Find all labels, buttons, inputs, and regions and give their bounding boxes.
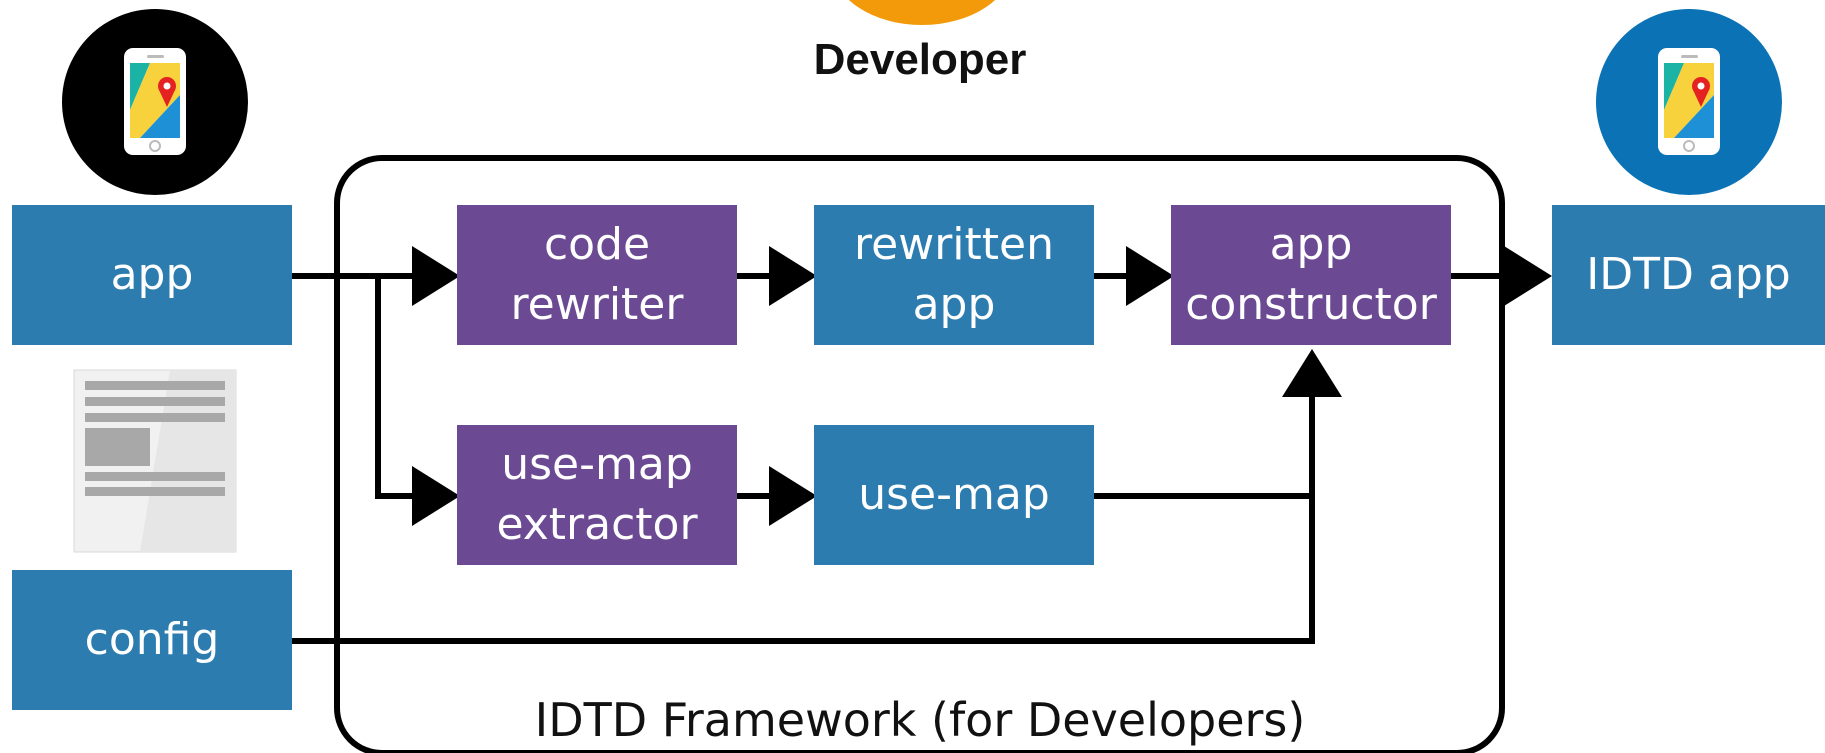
framework-label: IDTD Framework (for Developers)	[534, 693, 1306, 747]
node-code-rewriter: code rewriter	[457, 205, 737, 345]
node-use-map-extractor: use-map extractor	[457, 425, 737, 565]
node-rewritten-app: rewritten app	[814, 205, 1094, 345]
connectors	[292, 246, 1552, 644]
smartphone-map-icon	[1596, 9, 1782, 195]
line-config-to-junction	[292, 496, 1315, 644]
developer-avatar-icon	[848, 0, 996, 25]
node-app: app	[12, 205, 292, 345]
framework-container	[334, 155, 1505, 753]
node-config: config	[12, 570, 292, 710]
arrow-app-to-use-map-extractor	[375, 276, 460, 526]
document-icon	[73, 369, 237, 553]
node-idtd-app: IDTD app	[1552, 205, 1825, 345]
smartphone-map-icon	[62, 9, 248, 195]
node-app-constructor: app constructor	[1171, 205, 1451, 345]
node-use-map: use-map	[814, 425, 1094, 565]
developer-label: Developer	[813, 35, 1027, 84]
